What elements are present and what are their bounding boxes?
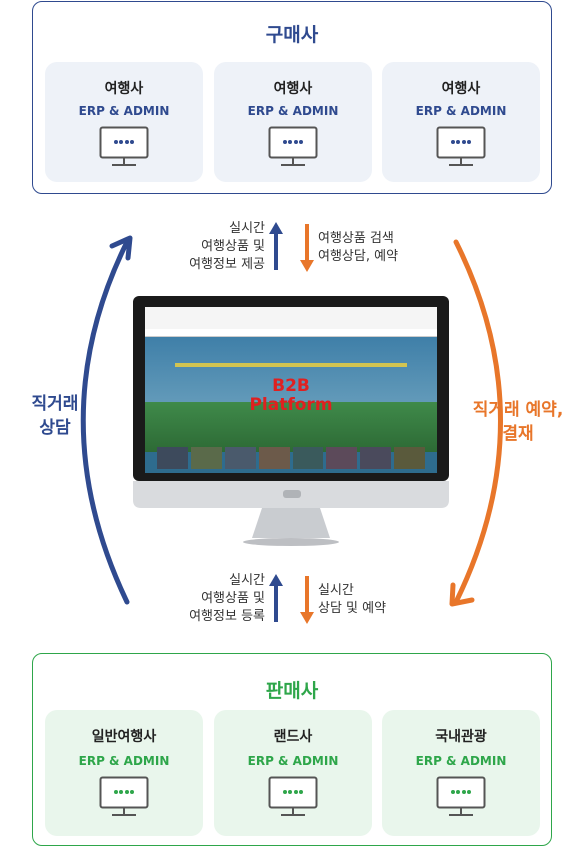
caption-top-up: 실시간 여행상품 및 여행정보 제공 [189, 221, 265, 272]
site-nav [145, 329, 437, 337]
thumbnail[interactable] [360, 447, 392, 469]
seller-card: 랜드사 ERP & ADMIN [214, 710, 372, 836]
monitor-chin [133, 481, 449, 508]
thumbnail[interactable] [326, 447, 358, 469]
seller-card: 국내관광 ERP & ADMIN [382, 710, 540, 836]
card-name: 국내관광 [435, 729, 487, 745]
monitor-icon [268, 126, 318, 166]
card-name: 랜드사 [273, 729, 313, 745]
thumbnail[interactable] [190, 447, 222, 469]
card-sub: ERP & ADMIN [78, 104, 170, 118]
thumbnail[interactable] [258, 447, 290, 469]
card-name: 여행사 [104, 81, 144, 97]
buyer-card: 여행사 ERP & ADMIN [382, 62, 540, 182]
side-label-left: 직거래 상담 [31, 394, 79, 438]
seller-title: 판매사 [265, 680, 319, 702]
card-name: 여행사 [441, 81, 481, 97]
grass [145, 402, 437, 452]
apple-logo-icon [283, 490, 301, 498]
thumbnail[interactable] [224, 447, 256, 469]
monitor-base [243, 538, 339, 546]
seller-panel: 판매사 일반여행사 ERP & ADMIN 랜드사 ERP & ADMIN 국내… [32, 653, 552, 846]
buyer-card: 여행사 ERP & ADMIN [214, 62, 372, 182]
monitor-icon [436, 776, 486, 816]
monitor-icon [99, 776, 149, 816]
side-label-right: 직거래 예약, 결재 [472, 400, 564, 444]
card-name: 일반여행사 [91, 729, 157, 745]
caption-top-down: 여행상품 검색 여행상담, 예약 [318, 231, 399, 264]
left-curve-arrowhead [109, 235, 133, 261]
card-sub: ERP & ADMIN [78, 754, 170, 768]
thumbnail[interactable] [292, 447, 324, 469]
buyer-title: 구매사 [265, 24, 319, 46]
monitor-icon [268, 776, 318, 816]
platform-screen: B2B Platform [145, 307, 437, 473]
card-sub: ERP & ADMIN [415, 104, 507, 118]
thumbnail[interactable] [157, 447, 188, 469]
monitor-icon [436, 126, 486, 166]
buyer-panel: 구매사 여행사 ERP & ADMIN 여행사 ERP & ADMIN 여행사 … [32, 1, 552, 194]
top-down-arrowhead [300, 260, 314, 272]
card-sub: ERP & ADMIN [247, 104, 339, 118]
monitor-stand [252, 508, 330, 538]
site-header [145, 307, 437, 329]
card-sub: ERP & ADMIN [415, 754, 507, 768]
caption-bottom-up: 실시간 여행상품 및 여행정보 등록 [189, 573, 265, 624]
card-name: 여행사 [273, 81, 313, 97]
right-curve-arrowhead [449, 582, 475, 607]
card-sub: ERP & ADMIN [247, 754, 339, 768]
monitor-icon [99, 126, 149, 166]
thumbnail-strip [157, 447, 425, 469]
buyer-card: 여행사 ERP & ADMIN [45, 62, 203, 182]
bottom-up-arrowhead [269, 574, 283, 586]
caption-bottom-down: 실시간 상담 및 예약 [318, 583, 387, 616]
screen-title-platform: Platform [249, 395, 333, 415]
top-up-arrowhead [269, 222, 283, 234]
screen-title-b2b: B2B [272, 376, 310, 396]
banner-strip [175, 363, 407, 367]
thumbnail[interactable] [394, 447, 425, 469]
bottom-down-arrowhead [300, 612, 314, 624]
seller-card: 일반여행사 ERP & ADMIN [45, 710, 203, 836]
